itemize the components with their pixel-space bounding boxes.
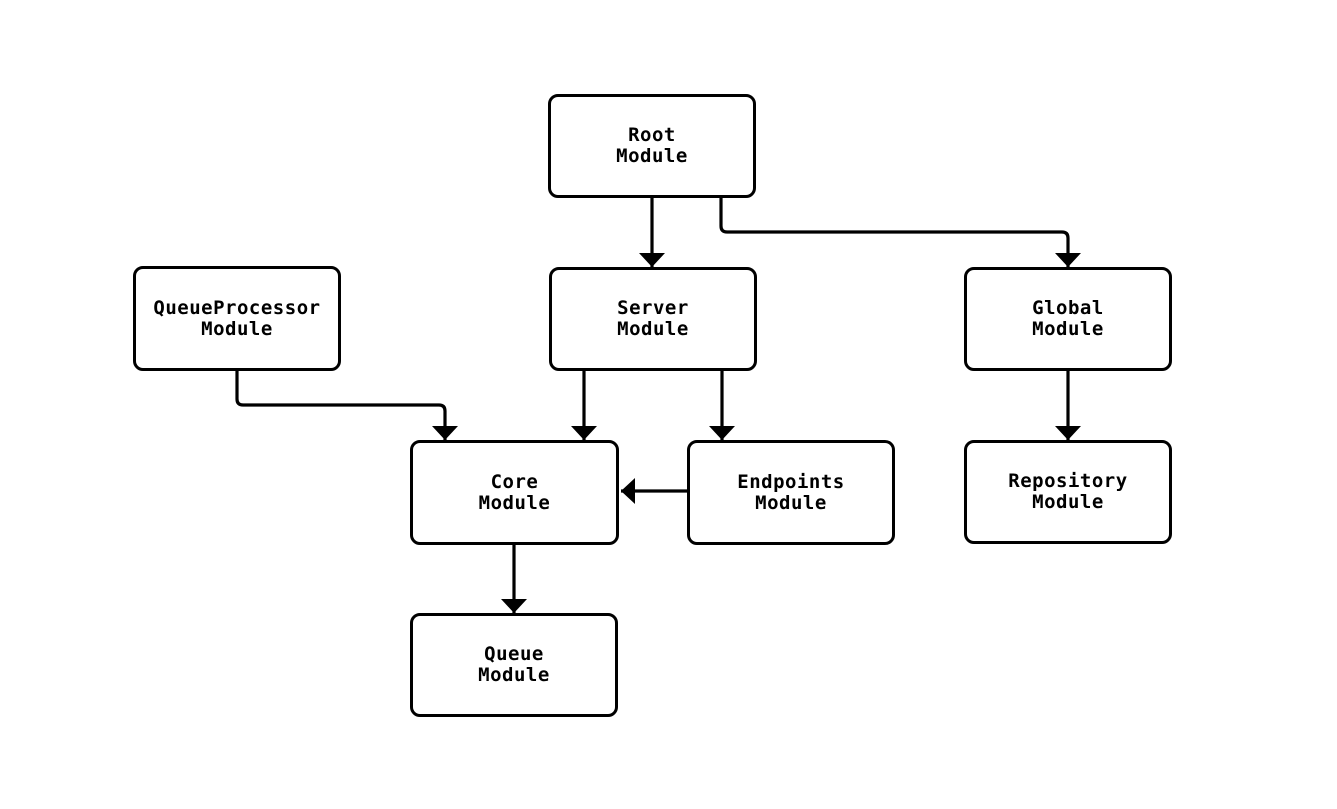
- node-endpoints-module-label: Endpoints Module: [737, 470, 845, 514]
- edge-queueprocessor-to-core: [235, 371, 458, 440]
- node-core-module: Core Module: [410, 440, 619, 545]
- edge-root-to-global: [719, 198, 1081, 267]
- node-server-module-label: Server Module: [617, 297, 689, 340]
- node-repository-module-label: Repository Module: [1008, 470, 1128, 513]
- node-queueprocessor-module-label: QueueProcessor Module: [153, 296, 321, 340]
- node-queue-module: Queue Module: [410, 613, 618, 717]
- node-server-module: Server Module: [549, 267, 757, 371]
- node-root-module: Root Module: [548, 94, 756, 198]
- node-repository-module: Repository Module: [964, 440, 1172, 544]
- node-queueprocessor-module: QueueProcessor Module: [133, 266, 341, 371]
- node-root-module-label: Root Module: [616, 124, 688, 167]
- node-endpoints-module: Endpoints Module: [687, 440, 895, 545]
- node-global-module: Global Module: [964, 267, 1172, 371]
- node-queue-module-label: Queue Module: [478, 643, 550, 686]
- node-core-module-label: Core Module: [478, 470, 551, 514]
- node-global-module-label: Global Module: [1032, 297, 1104, 340]
